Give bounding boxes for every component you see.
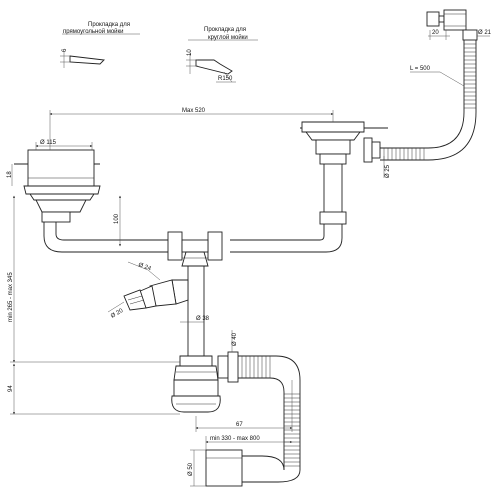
overflow-offset-label: 20 — [432, 30, 439, 36]
overflow-assembly: 20 Ø 21 — [426, 9, 492, 41]
left-top-label: 18 — [7, 171, 13, 178]
gasket-round-line2: круглой мойки — [208, 34, 248, 41]
height-range-dimension: min 265 - max 345 — [8, 195, 180, 363]
overflow-dia-label: Ø 21 — [478, 30, 492, 36]
right-pipe-dia-label: Ø 25 — [385, 164, 391, 178]
gasket-round-thickness: 10 — [187, 49, 193, 56]
height-range-label: min 265 - max 345 — [8, 272, 14, 322]
outlet-pipe-label: Ø 40 — [232, 332, 238, 346]
gasket-round-callout: Прокладка для круглой мойки 10 R150 — [186, 27, 258, 83]
overflow-hose: L = 500 — [380, 40, 477, 161]
outlet-hose — [205, 355, 301, 487]
left-sink-outlet: Ø 115 18 — [7, 140, 101, 223]
right-branch-pipe — [230, 164, 347, 253]
left-outlet-dia-label: Ø 115 — [40, 140, 57, 146]
gasket-rect-line2: прямоугольной мойки — [63, 28, 124, 35]
drain-dia-dimension: Ø 50 — [188, 449, 206, 487]
right-sink-outlet: Ø 25 — [300, 121, 391, 178]
trap-offset-label: 67 — [236, 422, 243, 428]
washer-inlet: Ø 24 Ø 20 — [107, 261, 189, 320]
hose-length-label: L = 500 — [410, 66, 431, 72]
bottle-trap — [171, 351, 239, 413]
max-span-label: Max 520 — [182, 108, 206, 114]
max-span-dimension: Max 520 — [49, 108, 334, 150]
gasket-round-shape — [195, 59, 233, 75]
left-branch-pipe — [43, 222, 170, 253]
hose-range-dimension: min 330 - max 800 — [205, 436, 293, 450]
gasket-rect-shape — [69, 55, 105, 65]
gasket-rect-line1: Прокладка для — [88, 22, 130, 28]
gasket-rect-callout: Прокладка для прямоугольной мойки 6 — [60, 22, 140, 68]
vertical-pipe-label: Ø 38 — [196, 316, 210, 322]
vertical-pipe-dimension: Ø 38 — [180, 316, 210, 323]
washer-inlet-large-label: Ø 24 — [137, 262, 152, 272]
trap-height-label: 94 — [8, 385, 14, 392]
trap-offset-dimension: 67 — [195, 380, 293, 432]
central-tee — [167, 231, 223, 356]
outlet-pipe-dimension: Ø 40 — [231, 330, 238, 352]
gasket-round-line1: Прокладка для — [204, 27, 246, 33]
gasket-round-radius: R150 — [218, 76, 233, 82]
drop-dimension: 100 — [114, 195, 122, 247]
trap-height-dimension: 94 — [8, 363, 180, 415]
drop-label: 100 — [114, 213, 120, 224]
hose-range-label: min 330 - max 800 — [210, 436, 260, 442]
drain-dia-label: Ø 50 — [188, 462, 194, 476]
gasket-rect-thickness: 6 — [62, 48, 68, 52]
